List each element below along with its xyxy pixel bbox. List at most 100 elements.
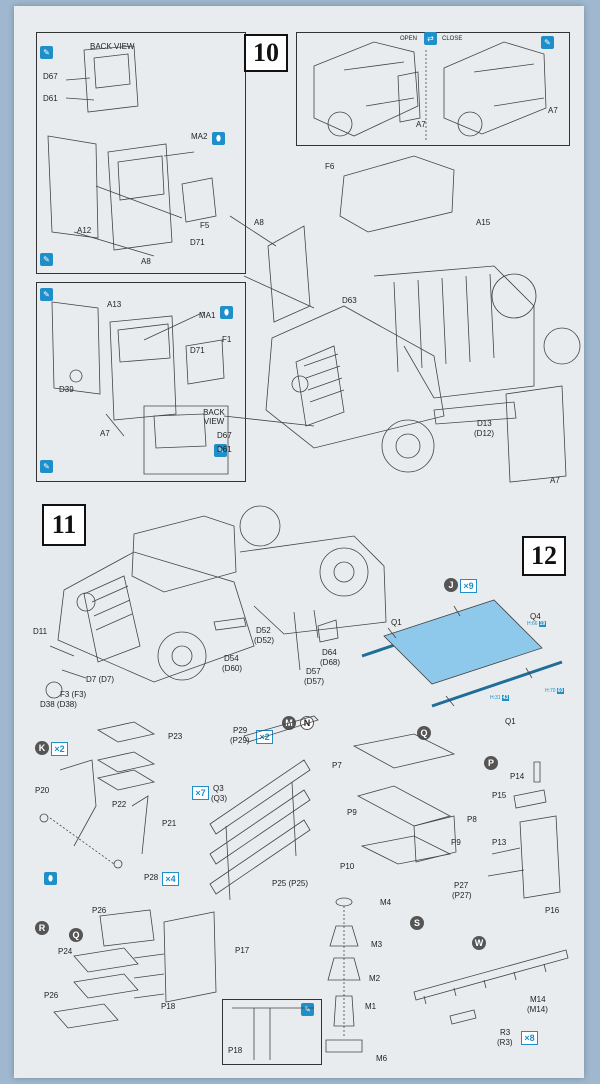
sub-assembly-Q: Q: [69, 928, 83, 942]
part-D13: D13: [477, 419, 492, 428]
sub-assembly-W: W: [472, 936, 486, 950]
part-P18: P18: [161, 1002, 176, 1011]
part-P13: P13: [492, 838, 507, 847]
part-P23: P23: [168, 732, 183, 741]
truck-cab-drawing: [265, 155, 581, 483]
part-A8: A8: [254, 218, 264, 227]
side-rail-drawing: [413, 949, 569, 1025]
part-D57: D57: [306, 667, 321, 676]
step10-door-detail-panel-bottom: [36, 282, 246, 482]
part-M1: M1: [365, 1002, 377, 1011]
part-MA2: MA2: [191, 132, 208, 141]
part-P24: P24: [58, 947, 73, 956]
part-A12: A12: [77, 226, 92, 235]
quantity-badge: ×7: [192, 786, 209, 800]
part-P27: (P27): [452, 891, 472, 900]
part-Q3: (Q3): [211, 794, 227, 803]
paint-icon: ✎: [40, 46, 53, 59]
part-P15: P15: [492, 791, 507, 800]
part-D11: D11: [33, 627, 48, 636]
open-close-icon: ⇄: [424, 32, 437, 45]
gas-cylinder-stack-drawing: [325, 897, 363, 1053]
part-A8: A8: [141, 257, 151, 266]
paint-icon: ✎: [40, 253, 53, 266]
paint-icon: ✎: [301, 1003, 314, 1016]
quantity-badge: ×9: [460, 579, 477, 593]
toolbox-drawing: [352, 733, 457, 865]
part-P18: P18: [228, 1046, 243, 1055]
step-number-11: 11: [42, 504, 86, 546]
sub-assembly-R: R: [35, 921, 49, 935]
part-P16: P16: [545, 906, 560, 915]
part-P29: (P29): [230, 736, 250, 745]
sub-assembly-S: S: [410, 916, 424, 930]
glue-icon: ⬮: [212, 132, 225, 145]
sub-assembly-J: J: [444, 578, 458, 592]
part-M14: M14: [530, 995, 546, 1004]
back-view-label: BACK VIEW: [90, 42, 135, 51]
sub-assembly-P: P: [484, 756, 498, 770]
paint-icon: ✎: [214, 444, 227, 457]
part-F5: F5: [200, 221, 210, 230]
part-P14: P14: [510, 772, 525, 781]
part-P9: P9: [451, 838, 461, 847]
part-P25: P25 (P25): [272, 879, 309, 888]
step10-door-detail-panel-top: [36, 32, 246, 274]
part-P7: P7: [332, 761, 342, 770]
glue-icon: ⬮: [44, 872, 57, 885]
part-D7: D7 (D7): [86, 675, 115, 684]
part-F1: F1: [222, 335, 232, 344]
part-F3: F3 (F3): [60, 690, 87, 699]
part-P10: P10: [340, 862, 355, 871]
step-number-10: 10: [244, 34, 288, 72]
close-label: CLOSE: [442, 36, 463, 42]
part-M4: M4: [380, 898, 392, 907]
sub-assembly-K: K: [35, 741, 49, 755]
part-D38: D38 (D38): [40, 700, 77, 709]
door-assembly-drawing: [47, 135, 217, 257]
line-art: [39, 41, 581, 1060]
part-P29: P29: [233, 726, 248, 735]
part-D67: D67: [217, 431, 232, 440]
part-D12: (D12): [474, 429, 495, 438]
instruction-sheet: 10 BACK VIEW BACK VIEW OPEN CLOSE ⇄ ✎ ✎ …: [14, 6, 584, 1078]
quantity-badge: ×8: [521, 1031, 538, 1045]
part-D52: (D52): [254, 636, 275, 645]
part-A15: A15: [476, 218, 491, 227]
cab-open-view-drawing: [313, 41, 421, 137]
ladder-drawing: [39, 721, 156, 869]
part-P22: P22: [112, 800, 127, 809]
part-Q1: Q1: [391, 618, 402, 627]
part-D52: D52: [256, 626, 271, 635]
part-M14: (M14): [527, 1005, 548, 1014]
part-Q3: Q3: [213, 784, 224, 793]
part-D67: D67: [43, 72, 58, 81]
part-D60: (D60): [222, 664, 243, 673]
paint-icon: ✎: [40, 288, 53, 301]
part-Q1: Q1: [505, 717, 516, 726]
truck-chassis-drawing: [45, 505, 387, 699]
part-A7: A7: [100, 429, 110, 438]
part-R3: R3: [500, 1028, 511, 1037]
part-F6: F6: [325, 162, 335, 171]
part-MA1: MA1: [199, 311, 216, 320]
glue-icon: ⬮: [220, 306, 233, 319]
part-P20: P20: [35, 786, 50, 795]
door-back-view-drawing: [65, 45, 139, 113]
part-M3: M3: [371, 940, 383, 949]
paint-icon: ✎: [541, 36, 554, 49]
back-view-detail-drawing: [143, 405, 229, 475]
part-P9: P9: [347, 808, 357, 817]
sub-assembly-Q: Q: [417, 726, 431, 740]
part-R3: (R3): [497, 1038, 513, 1047]
sub-assembly-N: N: [300, 716, 314, 730]
paint-icon: ✎: [40, 460, 53, 473]
door-assembly-drawing: [51, 301, 225, 437]
quantity-badge: ×2: [51, 742, 68, 756]
stake-rack-drawing: [209, 715, 319, 901]
part-A13: A13: [107, 300, 122, 309]
back-view-label: BACK VIEW: [203, 408, 225, 426]
cargo-bed-rails-drawing: [361, 599, 563, 708]
